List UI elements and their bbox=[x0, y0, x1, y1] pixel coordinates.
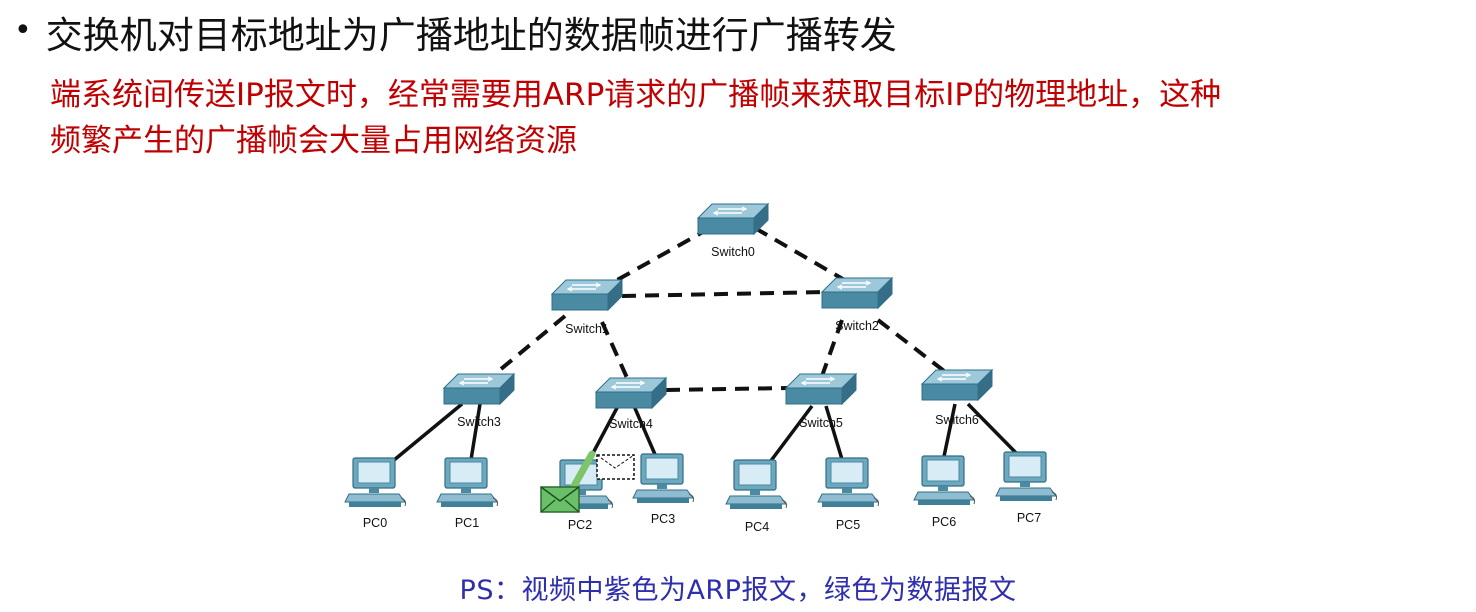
pc-7-label: PC7 bbox=[1017, 511, 1041, 525]
switch-links bbox=[493, 226, 950, 392]
switch-0[interactable]: Switch0 bbox=[697, 203, 769, 259]
link-switch2-switch6 bbox=[876, 318, 950, 376]
pc-1[interactable]: PC1 bbox=[436, 457, 499, 530]
pc-3[interactable]: PC3 bbox=[632, 453, 695, 526]
legend-note: PS：视频中紫色为ARP报文，绿色为数据报文 bbox=[459, 575, 1017, 606]
switch-3-label: Switch3 bbox=[457, 415, 501, 429]
detail-line-2: 频繁产生的广播帧会大量占用网络资源 bbox=[50, 123, 577, 159]
green-packet-trail-icon bbox=[570, 450, 596, 490]
dotted-envelope-icon bbox=[596, 454, 635, 480]
switch-5[interactable]: Switch5 bbox=[785, 373, 857, 430]
pc-6-label: PC6 bbox=[932, 515, 956, 529]
switch-4-label: Switch4 bbox=[609, 417, 653, 431]
link-switch1-switch3 bbox=[493, 314, 567, 376]
link-switch3-pc1 bbox=[468, 403, 482, 467]
switch-0-label: Switch0 bbox=[711, 245, 755, 259]
bullet-heading: • 交换机对目标地址为广播地址的数据帧进行广播转发 bbox=[14, 4, 897, 60]
switch-2-label: Switch2 bbox=[835, 319, 879, 333]
link-switch2-switch5 bbox=[820, 319, 844, 377]
link-switch0-switch1 bbox=[609, 226, 711, 286]
switch-1-label: Switch1 bbox=[565, 322, 609, 336]
pc-4[interactable]: PC4 bbox=[725, 459, 788, 534]
pc-0-label: PC0 bbox=[363, 516, 387, 530]
bullet-dot: • bbox=[14, 12, 32, 48]
pc-1-label: PC1 bbox=[455, 516, 479, 530]
pc-2[interactable]: PC2 bbox=[551, 459, 614, 532]
pc-7[interactable]: PC7 bbox=[995, 451, 1058, 525]
switch-3[interactable]: Switch3 bbox=[443, 373, 515, 429]
pc-6[interactable]: PC6 bbox=[913, 455, 976, 529]
link-switch4-switch5 bbox=[665, 386, 791, 392]
pc-4-label: PC4 bbox=[745, 520, 769, 534]
detail-line-1: 端系统间传送IP报文时，经常需要用ARP请求的广播帧来获取目标IP的物理地址，这… bbox=[50, 77, 1222, 113]
green-envelope-icon bbox=[540, 486, 580, 513]
pc-3-label: PC3 bbox=[651, 512, 675, 526]
pc-2-label: PC2 bbox=[568, 518, 592, 532]
pc-5-label: PC5 bbox=[836, 518, 860, 532]
switch-4[interactable]: Switch4 bbox=[595, 377, 667, 431]
link-switch1-switch2 bbox=[621, 290, 827, 298]
link-switch0-switch2 bbox=[753, 226, 850, 284]
switch-5-label: Switch5 bbox=[799, 416, 843, 430]
switch-2[interactable]: Switch2 bbox=[821, 277, 893, 333]
pc-0[interactable]: PC0 bbox=[344, 457, 407, 530]
link-switch1-switch4 bbox=[600, 321, 630, 381]
switch-6-label: Switch6 bbox=[935, 413, 979, 427]
heading-text: 交换机对目标地址为广播地址的数据帧进行广播转发 bbox=[45, 14, 897, 57]
switch-6[interactable]: Switch6 bbox=[921, 369, 993, 427]
link-switch5-pc5 bbox=[824, 405, 846, 467]
link-switch5-pc4 bbox=[762, 404, 814, 472]
switch-1[interactable]: Switch1 bbox=[551, 279, 623, 336]
pc-5[interactable]: PC5 bbox=[817, 457, 880, 532]
